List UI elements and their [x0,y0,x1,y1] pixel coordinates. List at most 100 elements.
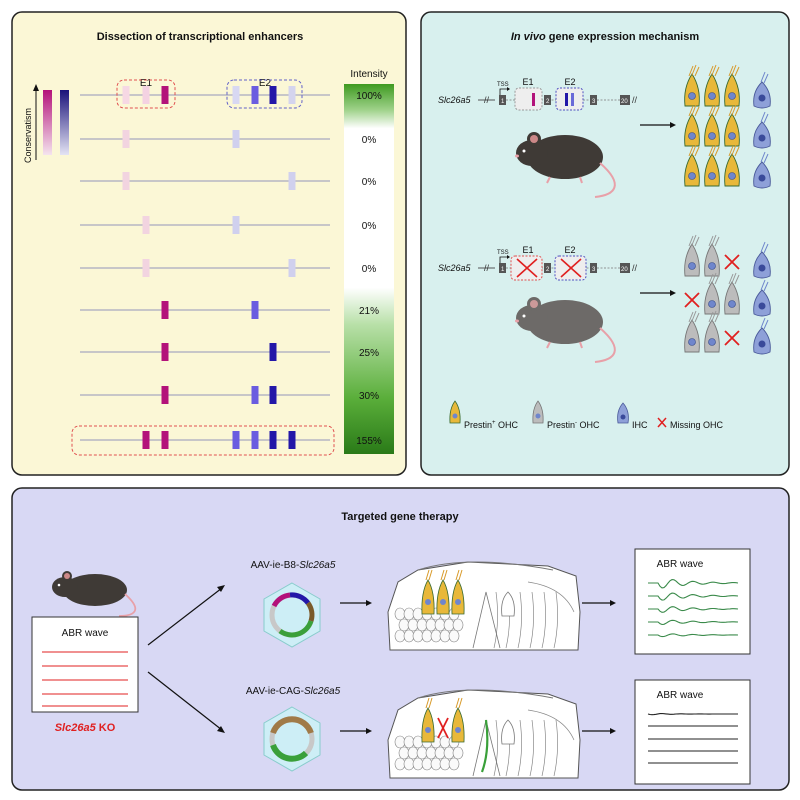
enhancer-element [251,86,259,104]
enhancer-element [142,86,150,104]
legend-ihc: IHC [632,420,648,430]
combined-row-box [71,425,335,456]
ihc-cell [753,151,771,189]
enhancer-row [80,343,330,361]
enhancer-element [232,216,240,234]
gene-map-wildtype: Slc26a5 // TSS 1 E1 2 E2 3 20 // [438,77,638,111]
enhancer-element [232,86,240,104]
abr-box-cag [634,679,751,785]
enhancer-element [142,216,150,234]
abr-trace [648,592,739,601]
abr-label-rescued: ABR wave [657,559,704,570]
intensity-value: 0% [362,221,377,232]
enhancer-element [269,431,277,449]
panel-a-title: Dissection of transcriptional enhancers [97,31,304,43]
enhancer-row [80,130,330,148]
enhancer-element [288,86,296,104]
ko-label: Slc26a5 KO [55,722,116,734]
intensity-value: 25% [359,348,379,359]
intensity-value: 21% [359,306,379,317]
gene-map-deletion: Slc26a5 // TSS 1 E1 2 E2 3 20 // [438,245,638,281]
enhancer-element [288,172,296,190]
exon-2-num-top: 2 [546,99,550,105]
enhancer-row [80,172,330,190]
enhancer-element [161,301,169,319]
exon-3-top [590,95,597,105]
missing-ohc [684,292,700,308]
enhancer-element [161,86,169,104]
abr-waves-ko [42,651,128,707]
abr-waves-cag [647,712,738,764]
prestin-negative-ohc-icon [532,400,544,424]
intensity-labels: 100%0%0%0%0%21%25%30%155% [356,91,382,447]
prestin-positive-ohc-icon [449,400,461,424]
corti-ohc [421,569,435,615]
enhancer-element [122,86,130,104]
e2-label-top: E2 [564,77,575,87]
ihc-cell [753,111,771,149]
missing-ohc-icon [657,417,667,428]
prestin-positive-ohc [724,64,740,107]
ihc-cell [753,241,771,279]
enhancer-row [80,431,330,449]
svg-text://: // [632,263,638,273]
ihc-icon [617,402,629,424]
slash-left: // [484,95,490,105]
enhancer-element [288,259,296,277]
gene-label-bottom: Slc26a5 [438,263,472,273]
intensity-value: 0% [362,177,377,188]
e2-region-box [226,79,303,109]
legend-prestin-negative: Prestin- OHC [547,420,600,430]
panel-b-title-rest: gene expression mechanism [546,31,700,43]
abr-trace [648,579,739,589]
enhancer-element [251,431,259,449]
missing-ohc [724,254,740,270]
e1-box-top [514,87,543,111]
exon-3-num-bottom: 3 [592,267,596,273]
prestin-negative-ohc [704,272,720,315]
exon-2-num-bottom: 2 [546,267,550,273]
panel-c-title: Targeted gene therapy [341,511,459,523]
prestin-negative-ohc [704,310,720,353]
e1-label: E1 [140,78,153,89]
missing-ohc [724,330,740,346]
intensity-value: 100% [356,91,382,102]
enhancer-element [142,259,150,277]
e2-label-bottom: E2 [564,245,575,255]
abr-box-ko [31,616,139,713]
mouse-icon-ko [52,571,137,617]
prestin-negative-ohc [684,234,700,277]
corti-ohc [421,697,435,743]
abr-waves-rescued [648,579,739,638]
mouse-icon-deletion [515,297,616,363]
e1-region-box [116,79,176,109]
aav-cag-label: AAV-ie-CAG-Slc26a5 [246,686,341,697]
legend-missing-ohc: Missing OHC [670,420,724,430]
prestin-negative-ohc [684,310,700,353]
enhancer-row [80,216,330,234]
arrow-to-cag [147,671,223,731]
e1-label-bottom: E1 [522,245,533,255]
e2-box-top [555,87,584,111]
enhancer-element [122,130,130,148]
exon-20-num-top: 20 [621,99,628,105]
prestin-positive-ohc [724,104,740,147]
e2-label: E2 [259,78,272,89]
prestin-positive-ohc [704,64,720,107]
conservatism-scale-blue [60,90,69,155]
exon-20-num-bottom: 20 [621,267,628,273]
abr-trace [647,712,738,716]
intensity-value: 30% [359,391,379,402]
corti-ohc [436,569,450,615]
gene-label-top: Slc26a5 [438,95,472,105]
cell-legend: Prestin+ OHC Prestin- OHC IHC Missing OH… [449,400,724,430]
intensity-value: 0% [362,135,377,146]
enhancer-element [232,130,240,148]
ihc-cell [753,279,771,317]
prestin-negative-ohc [724,272,740,315]
enhancer-element [142,431,150,449]
enhancer-element [251,386,259,404]
enhancer-row [80,386,330,404]
conservatism-scale-magenta [43,90,52,155]
